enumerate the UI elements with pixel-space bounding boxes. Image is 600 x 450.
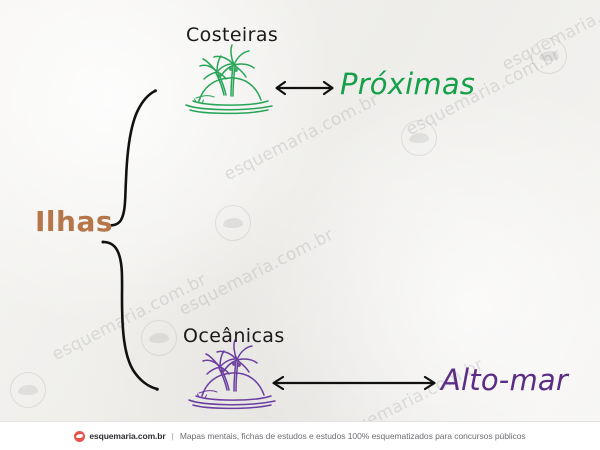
- footer-brand-name: esquemaria.com.br: [89, 431, 166, 441]
- footer-content: esquemaria.com.br | Mapas mentais, ficha…: [74, 430, 526, 442]
- footer-bar: esquemaria.com.br | Mapas mentais, ficha…: [0, 421, 600, 450]
- relation-label-alto-mar: Alto-mar: [441, 363, 569, 397]
- esquemaria-logo-icon: [74, 430, 86, 442]
- double-headed-arrow-icon-top: [275, 80, 334, 96]
- brace-upper-stroke: [106, 89, 157, 227]
- branch-label-oceanicas: Oceânicas: [183, 325, 285, 347]
- footer-tagline: Mapas mentais, fichas de estudos e estud…: [179, 431, 526, 441]
- island-palm-trees-green-icon: [185, 44, 273, 115]
- relation-label-proximas: Próximas: [340, 67, 476, 101]
- branch-label-costeiras: Costeiras: [186, 24, 279, 46]
- brace-lower-stroke: [101, 240, 159, 391]
- root-label-ilhas: Ilhas: [35, 205, 114, 238]
- double-headed-arrow-icon-bottom: [272, 375, 436, 391]
- footer-separator: |: [171, 431, 174, 441]
- island-palm-trees-purple-icon: [188, 339, 276, 410]
